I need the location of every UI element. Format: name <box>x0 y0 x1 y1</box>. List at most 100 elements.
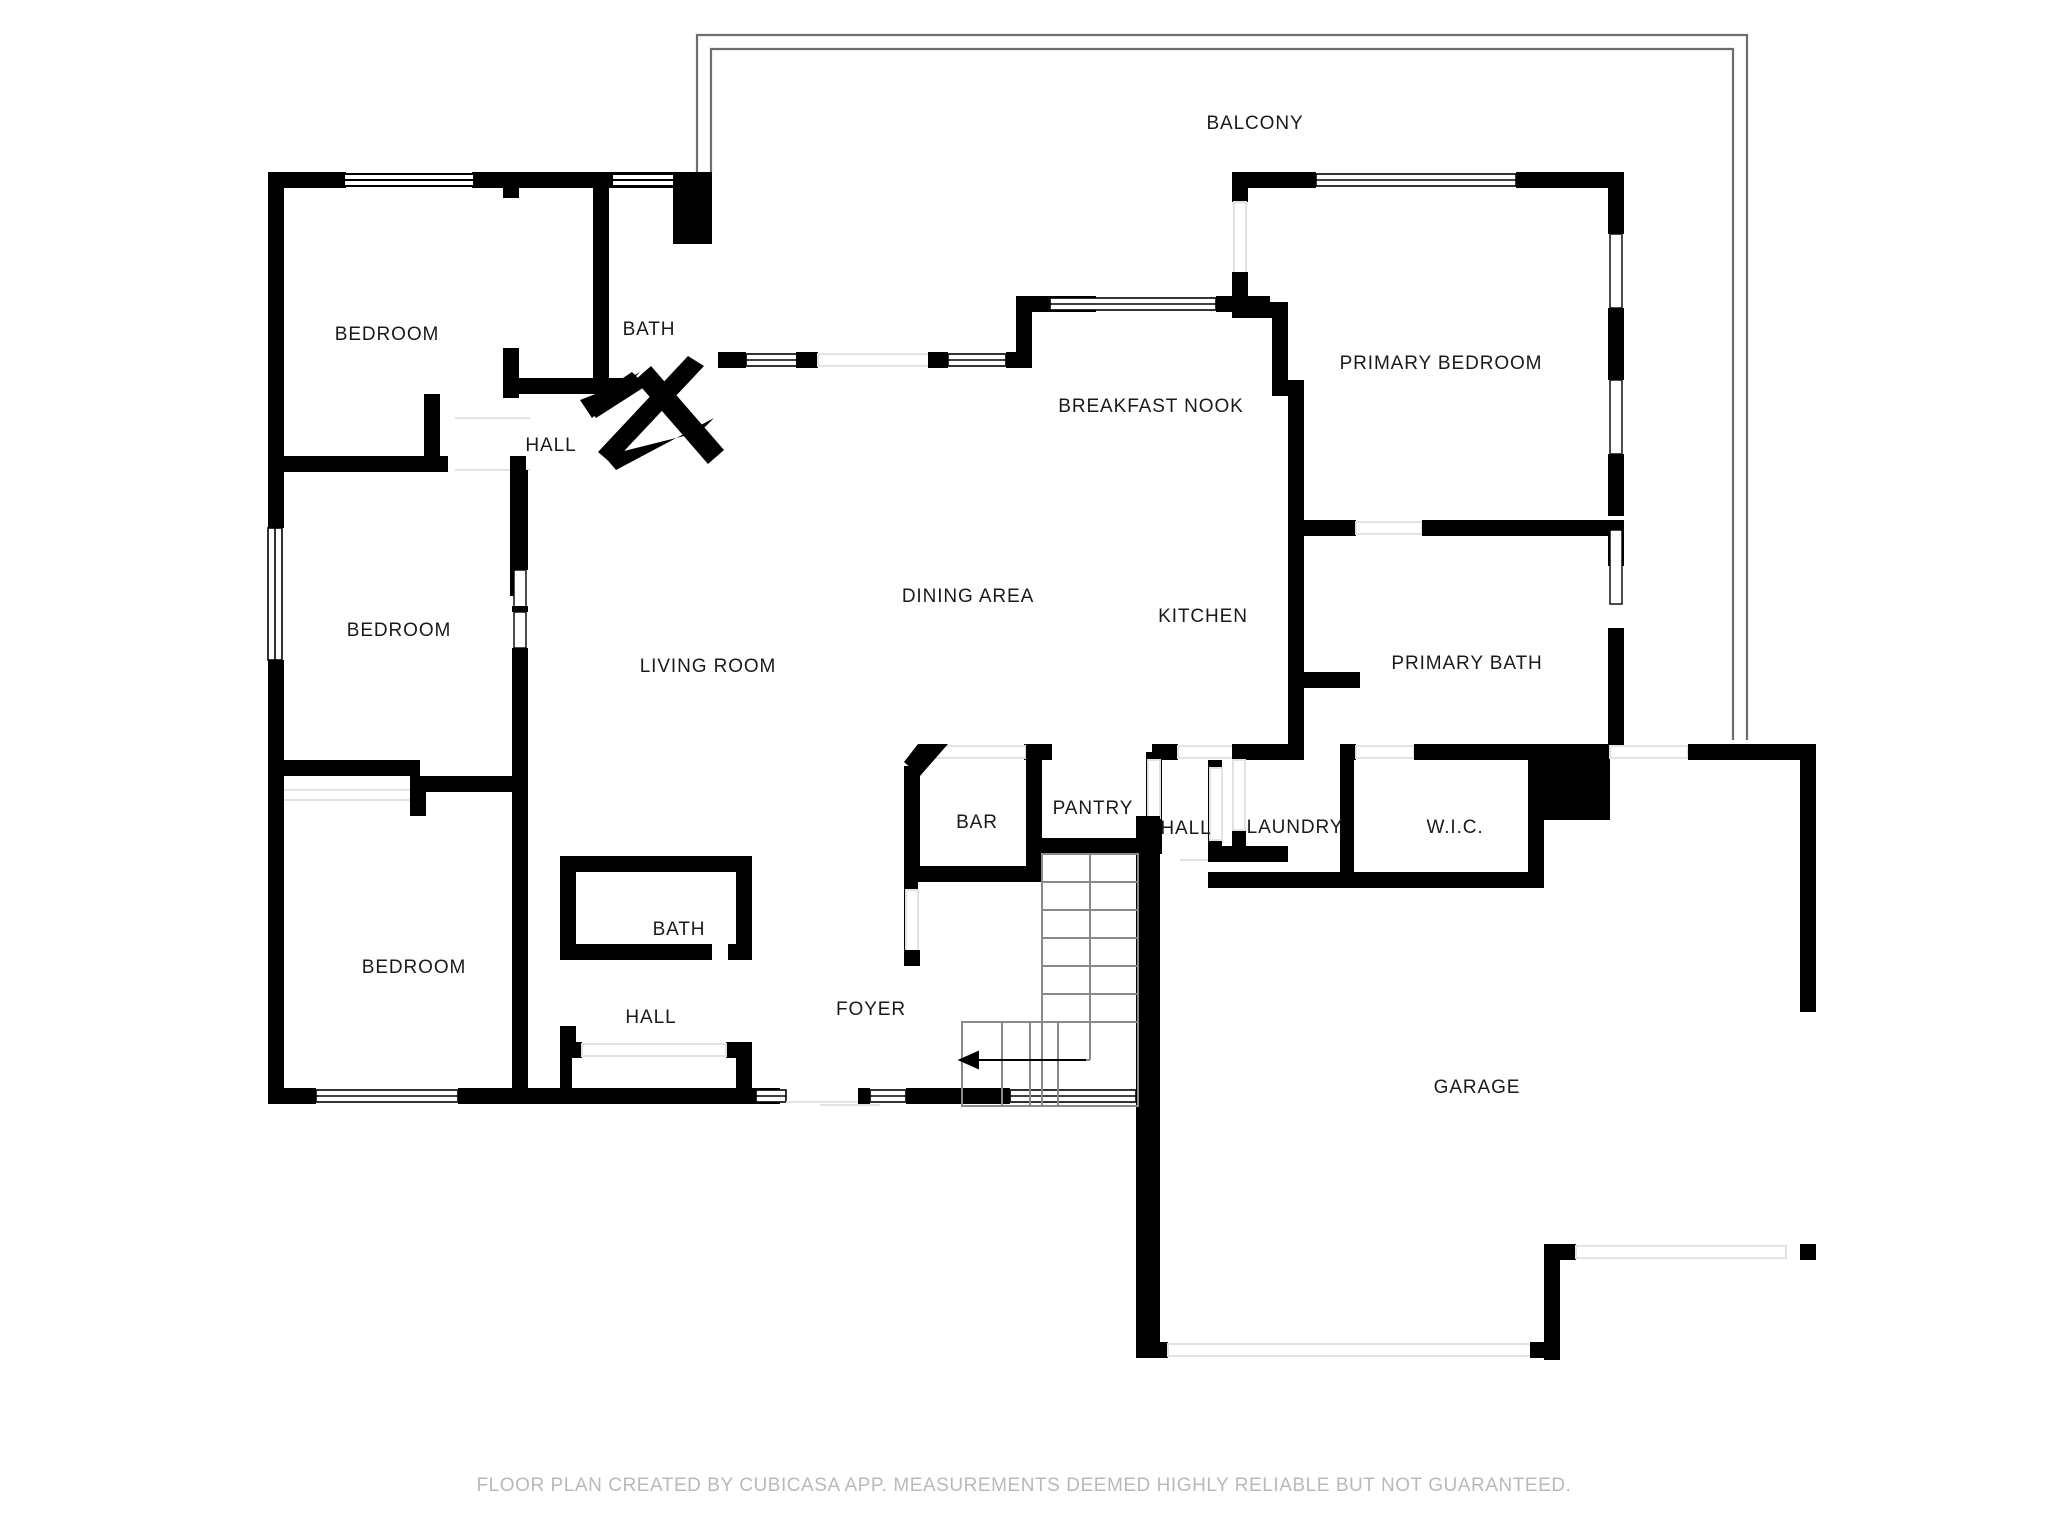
wall-kitchen-bottom-opening-jamb <box>1288 736 1304 760</box>
walls <box>267 172 1816 1360</box>
wall-closet-mid-right <box>410 776 528 792</box>
wall-pbed-top-right <box>1516 172 1624 188</box>
wall-laundry-right <box>1340 752 1354 888</box>
wall-pantry-bottom <box>1026 838 1162 854</box>
wall-dining-top-seg1 <box>796 352 818 368</box>
wall-pbath-right-lower <box>1608 628 1624 752</box>
wall-wic-top-right <box>1414 744 1528 760</box>
opening-pantry-door <box>1147 759 1161 819</box>
room-label-breakfast-nook: BREAKFAST NOOK <box>1058 396 1244 417</box>
wall-garage-left <box>1136 1088 1160 1358</box>
wall-bath-left <box>593 186 609 394</box>
wall-exterior-bottom-left <box>528 1088 758 1104</box>
wall-pbed-left-step-vert <box>1272 302 1288 396</box>
window-foyer-entry <box>1009 1089 1137 1103</box>
wall-hall-angle-lower <box>604 418 714 470</box>
wall-nook-vert-left <box>1016 296 1032 368</box>
window-hall-bottom-exterior <box>755 1089 787 1103</box>
wall-exterior-left-mid <box>268 456 284 528</box>
room-label-bar: BAR <box>956 812 998 833</box>
wall-wic-right <box>1528 760 1544 888</box>
wall-hall-center-bottom <box>1208 846 1288 862</box>
wall-bar-closet-bottom <box>904 950 920 966</box>
room-label-living-room: LIVING ROOM <box>639 656 777 677</box>
opening-bar-top <box>933 745 1027 759</box>
room-label-bath-top: BATH <box>622 319 676 340</box>
wall-pbed-top-left <box>1232 172 1316 188</box>
balcony-outline <box>695 33 1749 740</box>
wall-bed-bottom-bottom-2 <box>458 1088 528 1104</box>
garage-door-bottom <box>1167 1343 1547 1357</box>
wall-bar-left <box>904 766 920 880</box>
wall-exterior-top-left <box>268 172 344 188</box>
wall-garage-bottom-right <box>1530 1342 1560 1358</box>
room-label-bath-bottom: BATH <box>652 919 706 940</box>
wall-garage-right-upper <box>1800 744 1816 1012</box>
room-label-bedroom-mid: BEDROOM <box>346 620 452 641</box>
wall-top-bath-left <box>600 172 612 188</box>
window-bar-closet <box>905 889 919 961</box>
window-foyer-left <box>869 1089 907 1103</box>
wall-garage-step-vert <box>1544 1244 1560 1360</box>
wall-garage-top-right <box>1688 744 1816 760</box>
wall-exterior-left-mid-2 <box>268 660 284 776</box>
room-label-foyer: FOYER <box>836 999 906 1020</box>
window-dining-left <box>745 353 805 367</box>
wall-bed-bottom-right-upper <box>512 776 528 854</box>
room-label-primary-bedroom: PRIMARY BEDROOM <box>1339 353 1543 374</box>
opening-primary-bedroom-left <box>1233 201 1247 277</box>
window-garage-side <box>1575 1245 1787 1259</box>
wall-garage-step-horiz <box>1544 1244 1576 1260</box>
room-label-garage: GARAGE <box>1433 1077 1521 1098</box>
wall-pbed-left-lower <box>1232 272 1248 318</box>
room-label-wic: W.I.C. <box>1426 817 1484 838</box>
window-bedroom-bottom <box>315 1089 459 1103</box>
opening-hairlines <box>270 417 1232 1106</box>
opening-garage-entry <box>1609 745 1689 759</box>
wall-dining-top-seg2 <box>928 352 948 368</box>
wall-foyer-bottom-seg <box>906 1088 1010 1104</box>
wall-bed-bottom-bottom <box>268 1088 316 1104</box>
wall-bar-bottom <box>904 866 1042 882</box>
wall-pbed-right-upper <box>1608 172 1624 234</box>
window-dining-right <box>947 353 1007 367</box>
opening-dining-top <box>817 353 933 367</box>
wall-hall-bottom-row-2 <box>726 1042 752 1058</box>
room-label-bedroom-bottom: BEDROOM <box>361 957 467 978</box>
wall-hall-jamb-left <box>424 394 440 414</box>
room-label-laundry: LAUNDRY <box>1246 817 1344 838</box>
wall-bed-bath-divider-upper <box>503 172 519 198</box>
room-label-hall-top: HALL <box>525 435 577 456</box>
footer-disclaimer: FLOOR PLAN CREATED BY CUBICASA APP. MEAS… <box>476 1475 1572 1496</box>
room-label-hall-bottom: HALL <box>625 1007 677 1028</box>
opening-hall-center-right <box>1209 767 1223 841</box>
opening-primary-bed-bath <box>1355 521 1423 535</box>
wall-bath-bottom-bottom <box>560 944 712 960</box>
wall-garage-right-corner <box>1800 1244 1816 1260</box>
stair-direction-arrow <box>957 1050 1086 1070</box>
solid-block-top-b <box>673 172 712 244</box>
wall-bed-mid-right-2 <box>512 648 528 776</box>
wall-hall-bottom-top <box>268 456 448 472</box>
room-label-balcony: BALCONY <box>1206 113 1304 134</box>
wall-dining-top-left-jamb <box>718 352 746 368</box>
window-bedroom-mid-left <box>267 527 283 661</box>
wall-bath-bottom-right <box>736 856 752 952</box>
wall-hall-bottom-top <box>560 1026 576 1042</box>
wall-pbed-bottom-left <box>1288 520 1356 536</box>
wall-bed-mid-right-divider <box>512 606 528 612</box>
room-label-pantry: PANTRY <box>1052 798 1134 819</box>
wall-hall-jamb-right <box>503 374 519 398</box>
wall-bath-bottom-left <box>560 856 576 952</box>
wall-pantry-left <box>1026 752 1042 850</box>
wall-hall-bottom-row <box>560 1042 582 1058</box>
wall-bed-bottom-right-lower <box>512 854 528 1104</box>
room-label-hall-center: HALL <box>1160 818 1212 839</box>
wall-garage-bottom-left <box>1136 1342 1168 1358</box>
room-label-primary-bath: PRIMARY BATH <box>1391 653 1543 674</box>
wall-kitchen-left-vert <box>1288 396 1304 752</box>
window-primary-bedroom-top <box>1315 173 1517 187</box>
wall-bath-bottom-top <box>560 856 736 872</box>
